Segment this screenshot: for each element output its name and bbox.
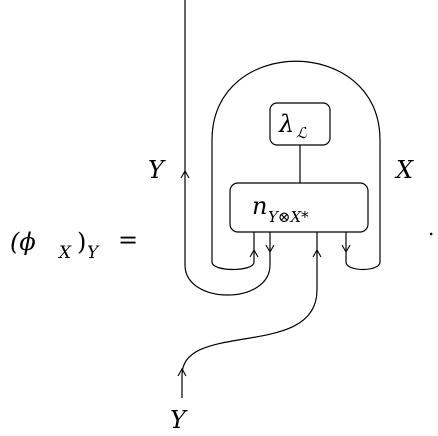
arrow-up-left-wire (180, 169, 190, 179)
arrow-up-box-leg3 (312, 248, 322, 258)
arrowheads (177, 169, 351, 377)
wires (181, 0, 381, 398)
equals-sign: = (118, 226, 138, 254)
wire-label-y-bottom: Y (170, 406, 188, 434)
n-symbol: n (252, 192, 267, 220)
closing-paren: ) (77, 228, 86, 256)
wire-y-top (184, 0, 271, 296)
trailing-period: . (428, 216, 434, 240)
lambda-box: λ ℒ (269, 102, 331, 146)
arrow-down-box-leg4 (341, 244, 351, 254)
wire-label-x-right: X (394, 156, 414, 184)
lambda-symbol: λ (278, 110, 294, 138)
n-subscript: Y⊗X* (268, 208, 309, 226)
phi-symbol: (ϕ (10, 228, 36, 256)
wire-y-bottom (181, 232, 318, 398)
wire-x-arc (211, 60, 381, 271)
arrow-up-bottom-wire (177, 367, 187, 377)
n-box: n Y⊗X* (229, 182, 369, 233)
equation-lhs: (ϕ X ) Y = (10, 226, 138, 263)
wire-label-y-left: Y (148, 156, 166, 184)
phi-subscript: X (57, 243, 72, 263)
outer-subscript: Y (87, 243, 100, 263)
arrow-up-box-leg1 (249, 248, 259, 258)
lambda-subscript: ℒ (296, 124, 308, 142)
arrow-down-box-leg2 (265, 244, 275, 254)
